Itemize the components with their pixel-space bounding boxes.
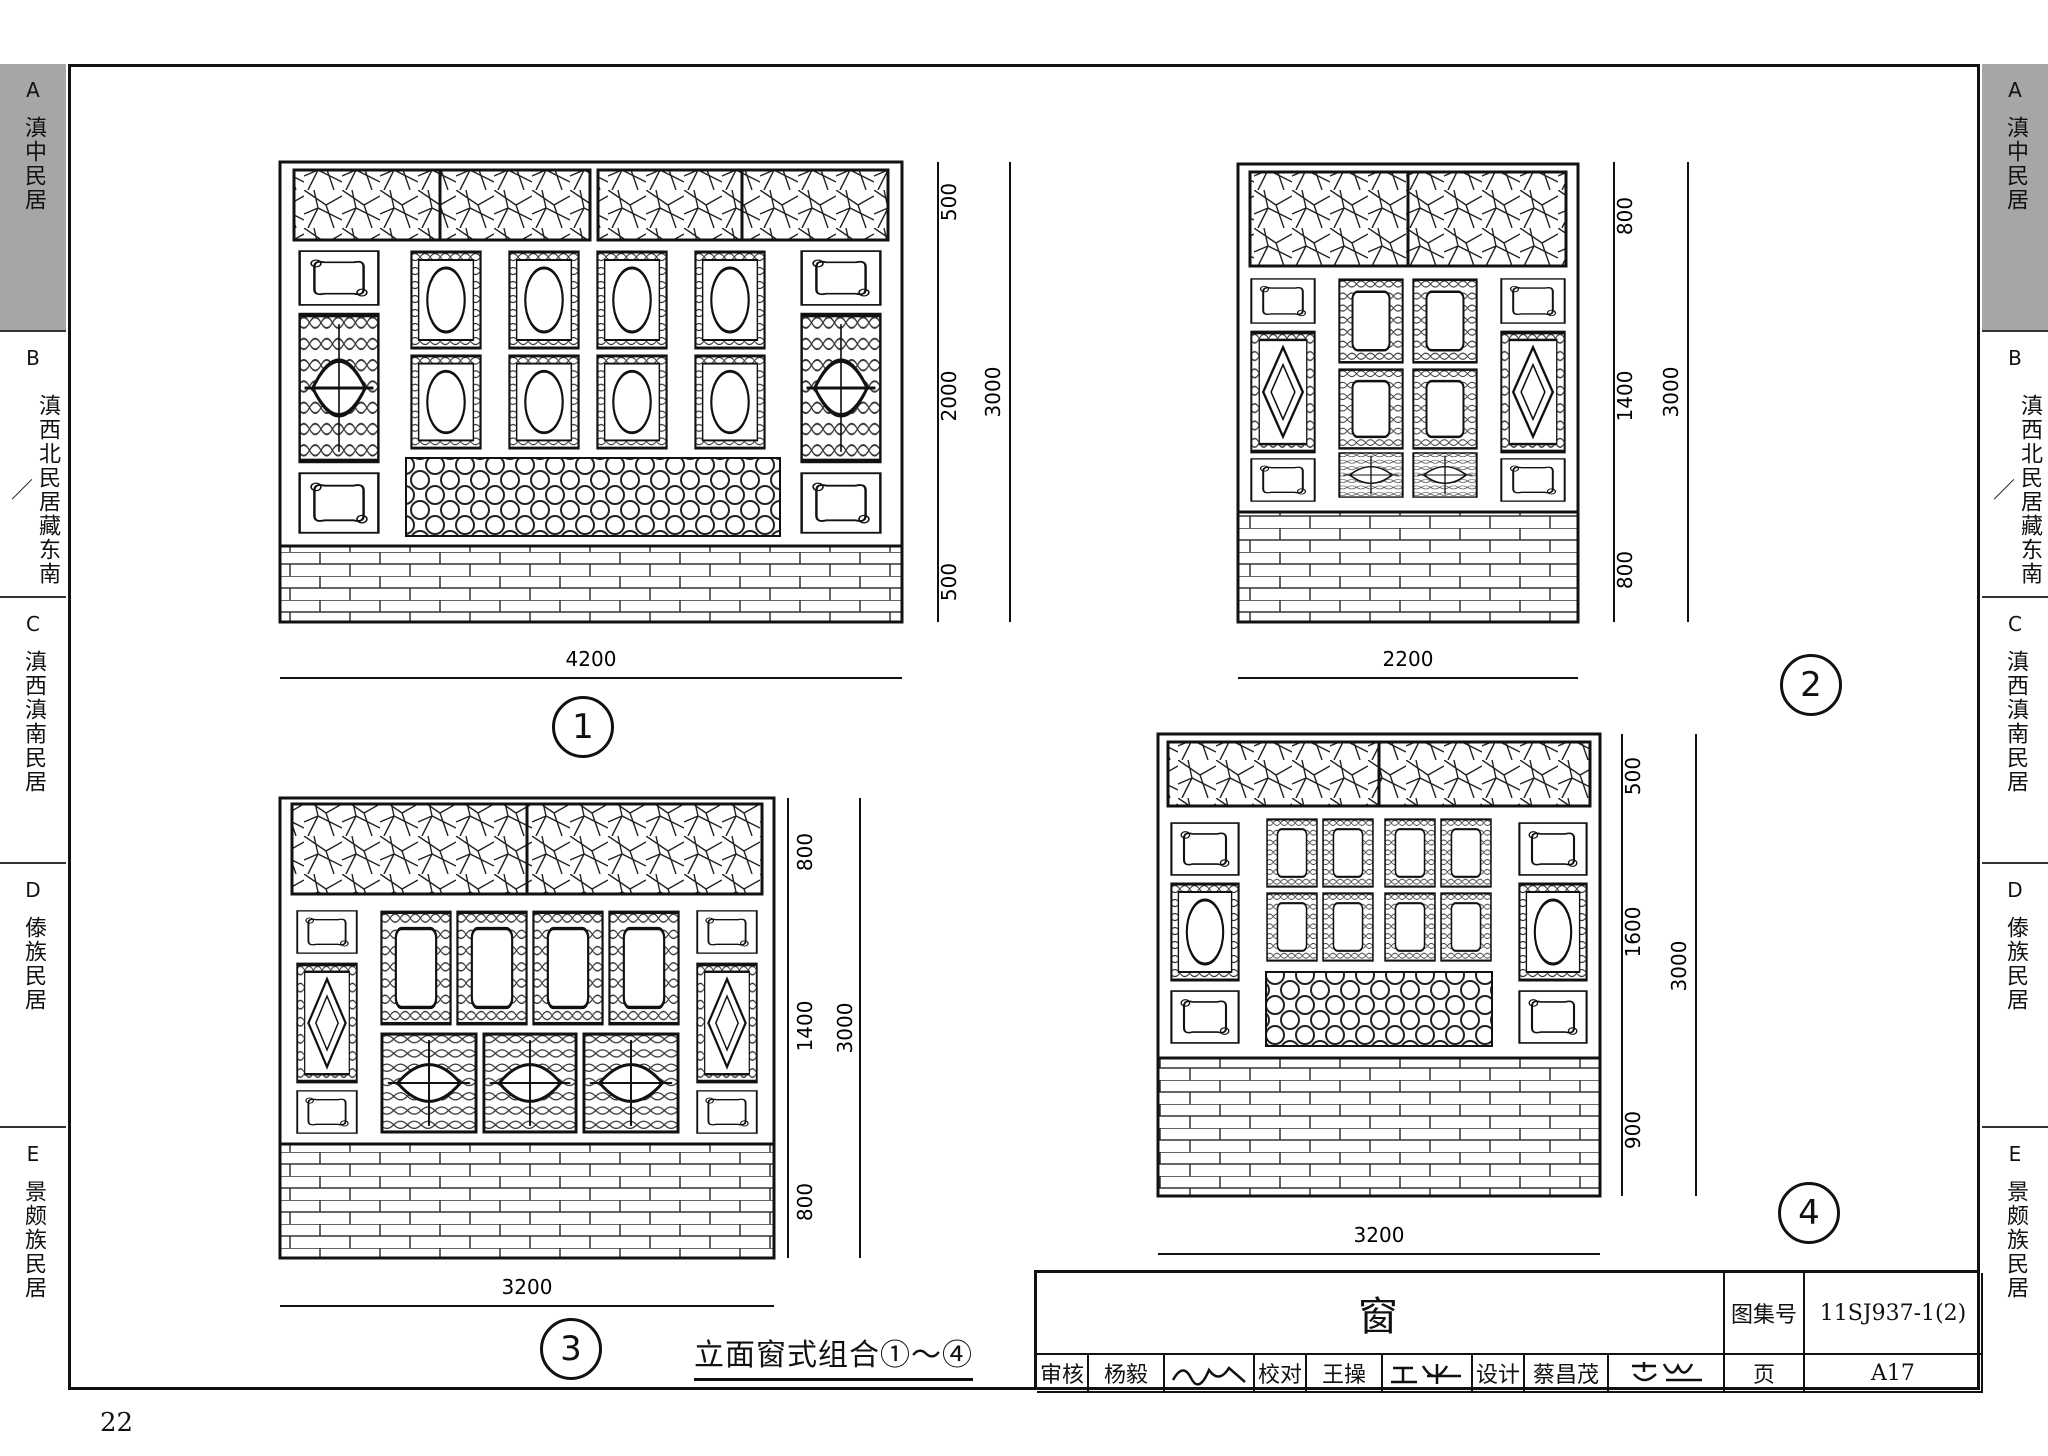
drawing-label-4: 4 xyxy=(1778,1182,1840,1244)
tab-name: 景颇族民居 xyxy=(2003,1180,2028,1300)
drawing-title: 窗 xyxy=(1037,1273,1725,1355)
dim-top-2: 800 xyxy=(1613,197,1637,235)
designer-name: 蔡昌茂 xyxy=(1525,1355,1609,1393)
tab-name: 滇西北民居藏东南／ xyxy=(7,394,60,586)
drawing-label-1: 1 xyxy=(552,696,614,758)
tab-letter: D xyxy=(2007,878,2023,902)
tab-a[interactable]: A 滇中民居 xyxy=(0,64,66,332)
review-label: 审核 xyxy=(1037,1355,1089,1393)
tab-name: 滇中民居 xyxy=(21,116,46,212)
dim-bottom-1: 500 xyxy=(937,563,961,601)
checker-name: 王操 xyxy=(1307,1355,1383,1393)
tab-name: 滇西滇南民居 xyxy=(21,650,46,794)
tab-letter: A xyxy=(2008,78,2022,102)
dim-width-2: 2200 xyxy=(1383,647,1434,671)
tab-b[interactable]: B 滇西北民居藏东南／ xyxy=(1982,332,2048,598)
title-block: 窗 图集号 11SJ937-1(2) 审核 杨毅 校对 王操 设计 蔡昌茂 页 … xyxy=(1034,1270,1983,1393)
tab-b[interactable]: B 滇西北民居藏东南／ xyxy=(0,332,66,598)
tab-name: 傣族民居 xyxy=(21,916,46,1012)
window-elevation-4: 3200 500 1600 900 3000 xyxy=(1156,732,1697,1255)
tab-letter: E xyxy=(2008,1142,2022,1166)
tab-a[interactable]: A 滇中民居 xyxy=(1982,64,2048,332)
drawing-frame xyxy=(68,64,1980,1390)
tab-letter: D xyxy=(25,878,41,902)
dim-top-1: 500 xyxy=(937,183,961,221)
dim-total-3: 3000 xyxy=(833,1003,857,1054)
reviewer-signature xyxy=(1165,1355,1255,1393)
dim-width-3: 3200 xyxy=(502,1275,553,1299)
tab-name: 景颇族民居 xyxy=(21,1180,46,1300)
tab-letter: A xyxy=(26,78,40,102)
checker-signature xyxy=(1383,1355,1473,1393)
dim-width-4: 3200 xyxy=(1354,1223,1405,1247)
atlas-label: 图集号 xyxy=(1725,1273,1805,1355)
dim-total-2: 3000 xyxy=(1659,367,1683,418)
dim-top-4: 500 xyxy=(1621,757,1645,795)
right-chapter-tabs: A 滇中民居 B 滇西北民居藏东南／ C 滇西滇南民居 D 傣族民居 E 景颇族… xyxy=(1982,64,2048,1390)
dim-bottom-4: 900 xyxy=(1621,1111,1645,1149)
drawing-caption: 立面窗式组合①～④ xyxy=(694,1330,973,1381)
tab-c[interactable]: C 滇西滇南民居 xyxy=(0,598,66,864)
dim-mid-2: 1400 xyxy=(1613,371,1637,422)
dim-top-3: 800 xyxy=(793,833,817,871)
page-code: A17 xyxy=(1805,1355,1983,1393)
reviewer-name: 杨毅 xyxy=(1089,1355,1165,1393)
tab-d[interactable]: D 傣族民居 xyxy=(1982,864,2048,1128)
tab-letter: B xyxy=(2008,346,2022,370)
design-label: 设计 xyxy=(1473,1355,1525,1393)
tab-d[interactable]: D 傣族民居 xyxy=(0,864,66,1128)
drawing-label-2: 2 xyxy=(1780,654,1842,716)
dim-bottom-3: 800 xyxy=(793,1183,817,1221)
left-chapter-tabs: A 滇中民居 B 滇西北民居藏东南／ C 滇西滇南民居 D 傣族民居 E 景颇族… xyxy=(0,64,66,1390)
designer-signature xyxy=(1609,1355,1725,1393)
drawing-label-3: 3 xyxy=(540,1318,602,1380)
dim-mid-1: 2000 xyxy=(937,371,961,422)
window-elevation-3: 3200 800 1400 800 3000 xyxy=(278,796,861,1307)
window-elevation-1: 4200 500 2000 500 3000 xyxy=(278,160,1011,679)
dim-width-1: 4200 xyxy=(566,647,617,671)
tab-e[interactable]: E 景颇族民居 xyxy=(0,1128,66,1390)
tab-e[interactable]: E 景颇族民居 xyxy=(1982,1128,2048,1390)
tab-letter: C xyxy=(2008,612,2022,636)
dim-mid-4: 1600 xyxy=(1621,907,1645,958)
dim-total-4: 3000 xyxy=(1667,941,1691,992)
page-label: 页 xyxy=(1725,1355,1805,1393)
tab-c[interactable]: C 滇西滇南民居 xyxy=(1982,598,2048,864)
dim-bottom-2: 800 xyxy=(1613,551,1637,589)
tab-letter: E xyxy=(26,1142,40,1166)
dim-total-1: 3000 xyxy=(981,367,1005,418)
tab-name: 滇中民居 xyxy=(2003,116,2028,212)
tab-letter: C xyxy=(26,612,40,636)
tab-name: 滇西滇南民居 xyxy=(2003,650,2028,794)
window-elevation-2: 2200 800 1400 800 3000 xyxy=(1236,162,1689,679)
atlas-number: 11SJ937-1(2) xyxy=(1805,1273,1983,1355)
tab-name: 傣族民居 xyxy=(2003,916,2028,1012)
tab-letter: B xyxy=(26,346,40,370)
dim-mid-3: 1400 xyxy=(793,1001,817,1052)
tab-name: 滇西北民居藏东南／ xyxy=(1989,394,2042,586)
check-label: 校对 xyxy=(1255,1355,1307,1393)
page-number: 22 xyxy=(100,1408,134,1438)
